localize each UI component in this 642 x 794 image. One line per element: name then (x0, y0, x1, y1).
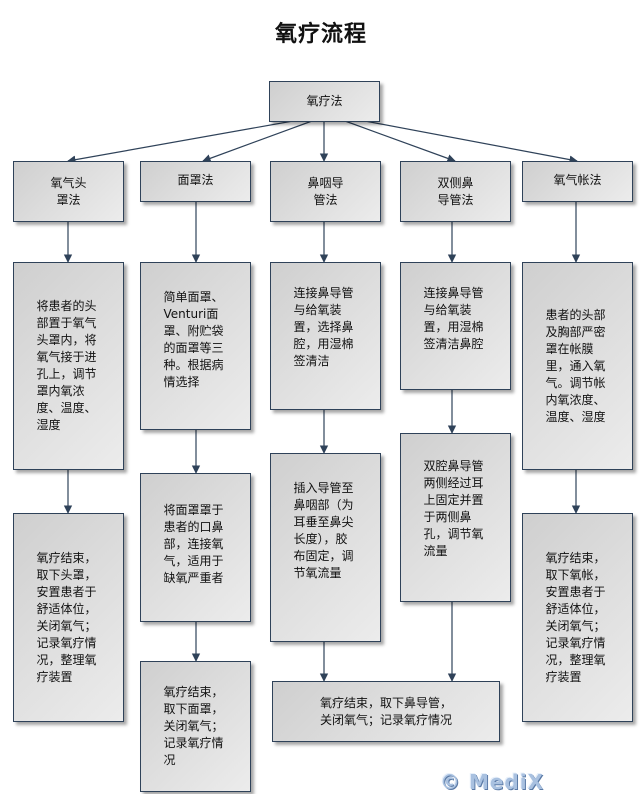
arrow-root-to-head-hood (67, 120, 294, 164)
step-node-oxygen-tent-1: 患者的头部及胸部严密罩在帐膜里，通入氧气。调节帐内氧浓度、温度、湿度 (522, 262, 633, 470)
arrow-root-to-bilateral-nasal (344, 120, 456, 163)
arrow-root-to-oxygen-tent (364, 120, 578, 164)
shared-end-text: 氧疗结束，取下鼻导管，关闭氧气；记录氧疗情况 (319, 695, 452, 727)
step-node-head-hood-1: 将患者的头部置于氧气头罩内，将氧气接于进孔上，调节罩内氧浓度、温度、湿度 (13, 262, 124, 470)
step-node-head-hood-2: 氧疗结束，取下头罩，安置患者于舒适体位，关闭氧气；记录氧疗情况，整理氧疗装置 (13, 513, 124, 722)
step-node-bilateral-nasal-2: 双腔鼻导管两侧经过耳上固定并置于两侧鼻孔，调节氧流量 (400, 433, 511, 602)
step-node-mask-3: 氧疗结束，取下面罩，关闭氧气；记录氧疗情况 (140, 661, 251, 792)
method-label: 双侧鼻导管法 (437, 175, 474, 207)
step-node-nasopharyngeal-1: 连接鼻导管与给氧装置，选择鼻腔，用湿棉签清洁 (270, 262, 381, 410)
step-text: 双腔鼻导管两侧经过耳上固定并置于两侧鼻孔，调节氧流量 (423, 459, 484, 558)
method-node-head-hood: 氧气头罩法 (13, 161, 124, 222)
step-node-mask-2: 将面罩罩于患者的口鼻部，连接氧气，适用于缺氧严重者 (140, 473, 251, 622)
method-node-bilateral-nasal: 双侧鼻导管法 (400, 161, 511, 222)
step-node-oxygen-tent-2: 氧疗结束，取下氧帐，安置患者于舒适体位，关闭氧气；记录氧疗情况，整理氧疗装置 (522, 513, 633, 722)
step-text: 患者的头部及胸部严密罩在帐膜里，通入氧气。调节帐内氧浓度、温度、湿度 (545, 307, 606, 424)
shared-end-node: 氧疗结束，取下鼻导管，关闭氧气；记录氧疗情况 (272, 681, 500, 742)
step-text: 氧疗结束，取下氧帐，安置患者于舒适体位，关闭氧气；记录氧疗情况，整理氧疗装置 (545, 550, 606, 684)
step-node-bilateral-nasal-1: 连接鼻导管与给氧装置，用湿棉签清洁鼻腔 (400, 262, 511, 390)
method-label: 氧气头罩法 (50, 175, 87, 207)
root-label: 氧疗法 (306, 94, 343, 108)
step-node-nasopharyngeal-2: 插入导管至鼻咽部（为耳垂至鼻尖长度），胶布固定，调节氧流量 (270, 453, 381, 642)
step-text: 将面罩罩于患者的口鼻部，连接氧气，适用于缺氧严重者 (163, 503, 224, 585)
step-text: 插入导管至鼻咽部（为耳垂至鼻尖长度），胶布固定，调节氧流量 (293, 481, 354, 580)
method-node-mask: 面罩法 (140, 161, 251, 202)
method-node-oxygen-tent: 氧气帐法 (522, 161, 633, 202)
step-text: 简单面罩、Venturi面罩、附贮袋的面罩等三种。根据病情选择 (163, 290, 224, 389)
medix-watermark: © MediX (440, 770, 545, 794)
step-text: 氧疗结束，取下头罩，安置患者于舒适体位，关闭氧气；记录氧疗情况，整理氧疗装置 (36, 550, 97, 684)
method-label: 氧气帐法 (553, 173, 602, 187)
step-text: 氧疗结束，取下面罩，关闭氧气；记录氧疗情况 (163, 685, 224, 767)
step-node-mask-1: 简单面罩、Venturi面罩、附贮袋的面罩等三种。根据病情选择 (140, 262, 251, 430)
step-text: 将患者的头部置于氧气头罩内，将氧气接于进孔上，调节罩内氧浓度、温度、湿度 (36, 299, 97, 432)
step-text: 连接鼻导管与给氧装置，用湿棉签清洁鼻腔 (423, 286, 484, 351)
arrow-root-to-mask (202, 120, 313, 163)
step-text: 连接鼻导管与给氧装置，选择鼻腔，用湿棉签清洁 (293, 286, 354, 368)
method-label: 鼻咽导管法 (307, 175, 344, 207)
root-node: 氧疗法 (269, 81, 380, 122)
diagram-title: 氧疗流程 (274, 21, 367, 47)
method-node-nasopharyngeal: 鼻咽导管法 (270, 161, 381, 222)
method-label: 面罩法 (177, 173, 214, 187)
